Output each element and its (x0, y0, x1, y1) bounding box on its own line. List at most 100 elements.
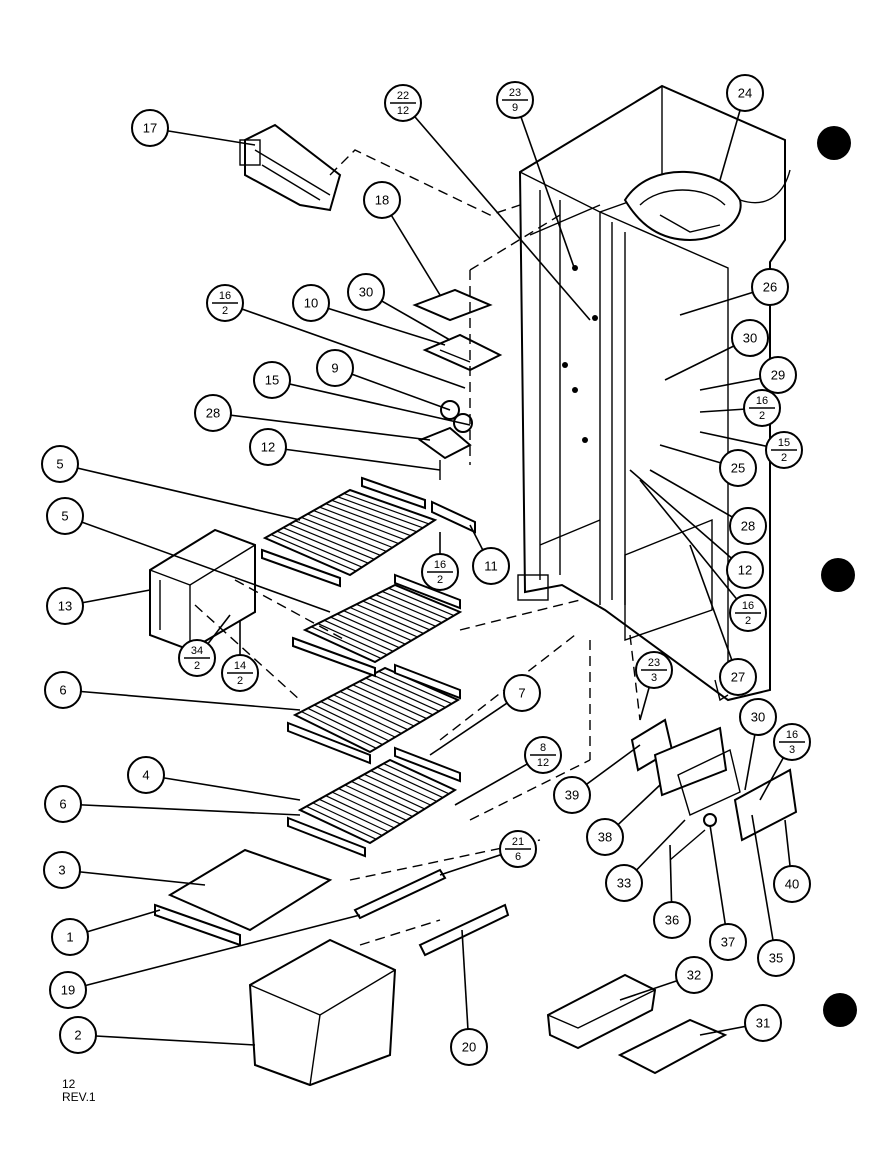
callout-quantity: 12 (397, 105, 409, 117)
leader-line (402, 102, 591, 321)
shelf-wire (337, 496, 424, 529)
callout-circle (726, 551, 764, 589)
callout-quantity: 2 (437, 574, 443, 586)
light-housing (417, 333, 503, 480)
callout-c30b: 30 (731, 319, 769, 357)
callout-quantity: 2 (745, 615, 751, 627)
callout-number: 18 (375, 193, 389, 208)
callout-circle (44, 785, 82, 823)
leader-line (689, 544, 739, 678)
shelf-wire (313, 510, 399, 545)
callout-circle (757, 939, 795, 977)
binder-hole (817, 126, 851, 160)
shelf-wire (325, 795, 395, 829)
plate (412, 288, 493, 322)
callout-quantity: 9 (512, 102, 518, 114)
callout-number: 40 (785, 877, 799, 892)
callout-number: 10 (304, 296, 318, 311)
callout-circle (605, 864, 643, 902)
shelf-wire (339, 690, 415, 727)
callout-number: 3 (58, 863, 65, 878)
callout-number: 25 (731, 461, 745, 476)
shelf-wire (357, 777, 425, 810)
callout-circle (709, 923, 747, 961)
leader-line (224, 302, 466, 389)
callout-circle (46, 587, 84, 625)
shelf-wire (324, 619, 394, 652)
shelf-wire (383, 763, 450, 795)
callout-circle (363, 181, 401, 219)
callout-circle (731, 319, 769, 357)
callout-number: 24 (738, 86, 752, 101)
callout-c6b: 6 (44, 785, 82, 823)
binder-hole (821, 558, 855, 592)
callout-circle (43, 851, 81, 889)
shelf-wire (312, 802, 383, 836)
shelf-wire (307, 513, 393, 549)
callout-c17: 17 (131, 109, 169, 147)
leader-line (310, 302, 446, 346)
shelf-wire (326, 697, 402, 734)
callout-circle (472, 547, 510, 585)
callout-circle (744, 1004, 782, 1042)
shelf-wire (369, 597, 436, 627)
callout-circle (450, 1028, 488, 1066)
shelf-wire (351, 780, 419, 814)
callout-part-number: 23 (509, 87, 521, 99)
callout-part-number: 22 (397, 90, 409, 102)
shelf-wire (295, 520, 381, 556)
callout-part-number: 16 (756, 395, 768, 407)
callout-c1: 1 (51, 918, 89, 956)
shelf-wire (352, 684, 427, 720)
leader-line (59, 463, 301, 521)
leader-line (514, 99, 576, 271)
leader-line (64, 515, 331, 613)
callout-c5b: 5 (46, 497, 84, 535)
callout-circle (739, 698, 777, 736)
callout-number: 9 (331, 361, 338, 376)
callout-number: 39 (565, 788, 579, 803)
callout-part-number: 16 (219, 290, 231, 302)
callout-quantity: 6 (515, 851, 521, 863)
leader-line (334, 367, 451, 411)
callout-quantity: 2 (759, 410, 765, 422)
basket (149, 528, 256, 652)
callout-c12a: 12 (249, 428, 287, 466)
callout-circle (131, 109, 169, 147)
shelf-wire (319, 798, 389, 833)
callout-circle (773, 865, 811, 903)
callout-c31: 31 (744, 1004, 782, 1042)
callout-c26: 26 (751, 268, 789, 306)
callout-c13: 13 (46, 587, 84, 625)
callout-circle (127, 756, 165, 794)
callout-c32: 32 (675, 956, 713, 994)
leader-line (751, 814, 777, 959)
callout-quantity: 2 (237, 675, 243, 687)
callout-number: 12 (261, 440, 275, 455)
callout-circle (719, 449, 757, 487)
shelf-wire (365, 677, 440, 712)
callout-c28a: 28 (194, 394, 232, 432)
shelf-wire (381, 590, 449, 620)
callout-c24: 24 (726, 74, 764, 112)
shelf-wire (388, 587, 455, 617)
callout-circle (46, 497, 84, 535)
shelf-wire (343, 610, 412, 642)
callout-circle (719, 658, 757, 696)
callout-number: 30 (359, 285, 373, 300)
rail (418, 903, 510, 957)
crisper-cover (154, 848, 333, 947)
callout-c27: 27 (719, 658, 757, 696)
bracket (431, 500, 476, 534)
shelf-wire (320, 701, 396, 738)
leader-line (145, 774, 301, 801)
callout-c28b: 28 (729, 507, 767, 545)
callout-number: 35 (769, 951, 783, 966)
callout-circle (44, 671, 82, 709)
callout-number: 29 (771, 368, 785, 383)
crisper-pan (248, 938, 397, 1087)
shelf-wire (289, 523, 375, 560)
shelf-wire (333, 694, 408, 731)
